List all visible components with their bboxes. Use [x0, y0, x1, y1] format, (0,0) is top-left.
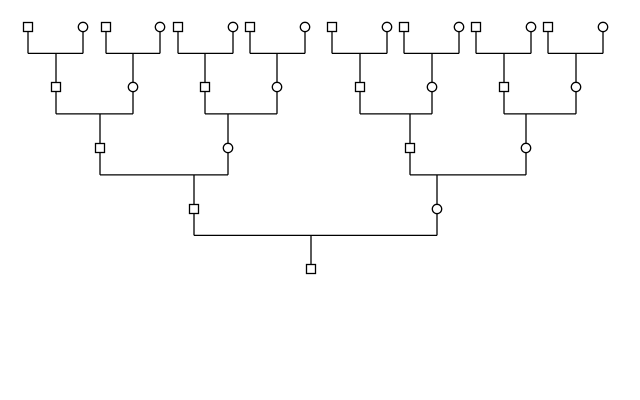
gen3-6-square-icon [498, 81, 510, 93]
gen4-9-circle-icon [381, 21, 393, 33]
gen3-4-square-icon [354, 81, 366, 93]
gen4-6-square-icon [244, 21, 256, 33]
gen1-1-circle-icon [431, 203, 443, 215]
gen4-14-square-icon [542, 21, 554, 33]
gen4-7-circle-icon [299, 21, 311, 33]
gen2-1-circle-icon [222, 142, 234, 154]
gen3-3-circle-icon [271, 81, 283, 93]
gen0-0-square-icon [305, 263, 317, 275]
gen4-2-square-icon [100, 21, 112, 33]
pedigree-individuals [22, 21, 609, 275]
gen4-15-circle-icon [597, 21, 609, 33]
gen3-1-circle-icon [127, 81, 139, 93]
gen4-0-square-icon [22, 21, 34, 33]
gen2-0-square-icon [94, 142, 106, 154]
gen3-2-square-icon [199, 81, 211, 93]
gen3-5-circle-icon [426, 81, 438, 93]
gen4-3-circle-icon [154, 21, 166, 33]
gen2-3-circle-icon [520, 142, 532, 154]
gen4-10-square-icon [398, 21, 410, 33]
gen4-5-circle-icon [227, 21, 239, 33]
gen4-4-square-icon [172, 21, 184, 33]
gen4-12-square-icon [470, 21, 482, 33]
gen3-7-circle-icon [570, 81, 582, 93]
gen3-0-square-icon [50, 81, 62, 93]
pedigree-connectors [27, 31, 604, 265]
gen4-13-circle-icon [525, 21, 537, 33]
gen1-0-square-icon [188, 203, 200, 215]
gen4-11-circle-icon [453, 21, 465, 33]
gen4-1-circle-icon [77, 21, 89, 33]
gen2-2-square-icon [404, 142, 416, 154]
gen4-8-square-icon [326, 21, 338, 33]
